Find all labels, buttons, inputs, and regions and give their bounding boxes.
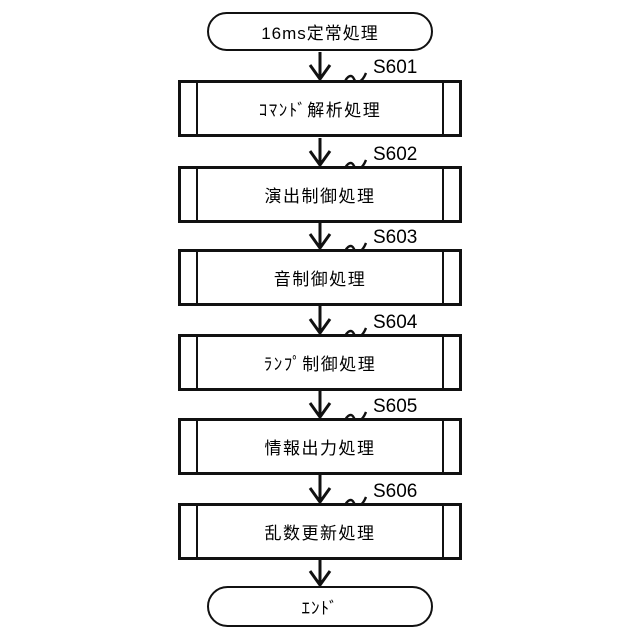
step-id-label-s603: S603 xyxy=(343,227,417,255)
process-box-label: ｺﾏﾝﾄﾞ解析処理 xyxy=(258,101,382,120)
flow-arrow-down xyxy=(308,390,332,418)
flow-arrow-down xyxy=(308,138,332,166)
process-box-sound-control: 音制御処理 xyxy=(178,249,462,306)
flow-arrow-down xyxy=(308,221,332,249)
process-box-lamp-control: ﾗﾝﾌﾟ制御処理 xyxy=(178,334,462,391)
process-box-label: ﾗﾝﾌﾟ制御処理 xyxy=(263,355,377,374)
flow-arrow-down xyxy=(308,475,332,503)
step-id-label-s605: S605 xyxy=(343,396,417,424)
process-box-label: 演出制御処理 xyxy=(264,187,376,206)
flow-arrow-down xyxy=(308,306,332,334)
process-box-label: 乱数更新処理 xyxy=(264,524,376,543)
process-box-random-update: 乱数更新処理 xyxy=(178,503,462,560)
process-box-effect-control: 演出制御処理 xyxy=(178,166,462,223)
start-terminal-label: 16ms定常処理 xyxy=(261,24,379,43)
step-id-label-s601: S601 xyxy=(343,57,417,85)
process-box-label: 音制御処理 xyxy=(273,270,367,289)
end-terminal-label: ｴﾝﾄﾞ xyxy=(301,599,339,618)
end-terminal: ｴﾝﾄﾞ xyxy=(207,586,433,627)
flow-arrow-down xyxy=(308,558,332,586)
tilde-connector-icon xyxy=(343,72,367,85)
process-box-command-analysis: ｺﾏﾝﾄﾞ解析処理 xyxy=(178,80,462,137)
flow-arrow-down xyxy=(308,52,332,80)
step-id-label-s606: S606 xyxy=(343,481,417,509)
step-id-label-s604: S604 xyxy=(343,312,417,340)
process-box-info-output: 情報出力処理 xyxy=(178,418,462,475)
process-box-label: 情報出力処理 xyxy=(264,439,376,458)
step-id-label-s602: S602 xyxy=(343,144,417,172)
start-terminal: 16ms定常処理 xyxy=(207,12,433,51)
